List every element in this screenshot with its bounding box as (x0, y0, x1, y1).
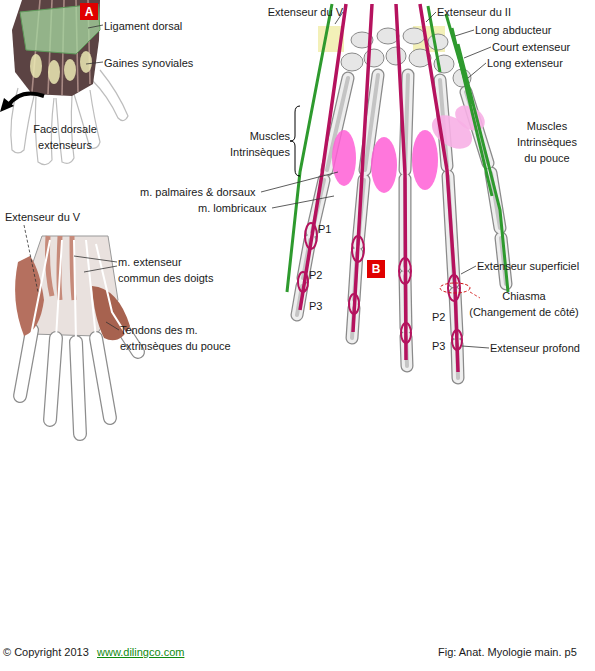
leader-line (455, 30, 474, 36)
leader-line (464, 47, 491, 58)
extensor-tendon (420, 4, 458, 372)
extensor-band (401, 323, 411, 343)
dorsal-hand-illustration (20, 4, 100, 54)
part-label: Extenseur profond (490, 340, 580, 356)
extensor-band (452, 330, 462, 350)
extensor-band (399, 258, 411, 284)
carpal-bone (386, 47, 406, 65)
leader-line (106, 322, 119, 330)
part-label: Chiasma (Changement de côté) (468, 288, 580, 320)
extensor-band (448, 275, 460, 301)
part-label: Extenseur du II (437, 4, 511, 20)
synovial-sheath (80, 51, 92, 73)
leader-line (462, 346, 489, 348)
part-label: © Copyright 2013 (3, 644, 89, 660)
synovial-sheath (30, 54, 42, 78)
intrinsic-muscle (412, 130, 438, 190)
part-label: Extenseur superficiel (477, 258, 579, 274)
view-arrow (8, 94, 44, 106)
tendon (50, 240, 62, 416)
carpal-bone (341, 53, 363, 71)
synovial-sheath (64, 59, 76, 81)
leader-line (261, 12, 491, 348)
synovial-sheath (30, 51, 92, 84)
part-label: Muscles Intrinsèques du pouce (510, 118, 584, 166)
part-label: P1 (318, 221, 331, 237)
figure-letter: A (85, 5, 94, 19)
leader-line (86, 25, 103, 64)
part-label: P3 (309, 298, 322, 314)
arrow-head (0, 98, 14, 112)
part-label: Face dorsale extenseurs (25, 121, 105, 153)
figure-caption: Fig: Anat. Myologie main. p5 (438, 644, 577, 660)
leader-line (470, 292, 480, 298)
leader-line (461, 266, 476, 274)
leader-line (426, 12, 436, 22)
leader-line (88, 25, 103, 28)
leader-line (468, 63, 486, 78)
extensor-band (298, 223, 462, 350)
intrinsic-muscle (332, 130, 438, 193)
part-label: Muscles Intrinsèques (220, 128, 290, 160)
carpal-bone (428, 34, 448, 50)
extensor-green (287, 4, 332, 292)
intrinsic-muscle (332, 130, 356, 186)
figure-tag: A (80, 3, 98, 20)
figure-tag: B (367, 260, 385, 278)
extensor-green (458, 44, 508, 292)
extensor-band (298, 272, 308, 292)
extensor-green (452, 28, 492, 196)
part-label: Court extenseur (492, 39, 570, 55)
chiasma-mark (440, 283, 470, 293)
finger-outline (92, 70, 128, 121)
leader-line (24, 225, 38, 292)
dorsal-hand-illustration (12, 0, 100, 96)
website-link: www.dilingco.com (97, 644, 184, 660)
extensor-schema (261, 4, 508, 378)
part-label: Long extenseur (487, 55, 563, 71)
part-label: Ligament dorsal (104, 18, 182, 34)
intrinsic-muscle (371, 137, 397, 193)
part-label: P2 (432, 309, 445, 325)
part-label: Extenseur du V (5, 209, 80, 225)
part-label: P3 (432, 338, 445, 354)
part-label: m. extenseur commun des doigts (118, 254, 220, 286)
tendon (86, 240, 110, 414)
tendon (20, 240, 136, 430)
leader-line (272, 196, 334, 208)
leader-line (84, 266, 117, 272)
leader-line (24, 225, 119, 330)
part-label: Gaines synoviales (104, 55, 193, 71)
extensor-band (349, 294, 359, 314)
part-label: P2 (309, 267, 322, 283)
part-label: Long abducteur (475, 22, 551, 38)
tendon (20, 240, 50, 392)
extensor-tendon (300, 4, 458, 372)
extensor-green (287, 4, 508, 292)
part-label: Extenseur du V (243, 4, 343, 20)
figure-letter: B (372, 262, 381, 276)
extensor-band (305, 223, 317, 249)
leader-line (261, 172, 338, 192)
extensor-tendon (396, 4, 406, 360)
part-label: m. palmaires & dorsaux (140, 184, 256, 200)
carpal-bone (403, 28, 425, 44)
bracket (290, 106, 300, 176)
extensor-band (352, 236, 364, 262)
part-label: Tendons des m. extrinsèques du pouce (120, 322, 250, 354)
leader-line (74, 256, 117, 262)
synovial-sheath (48, 60, 60, 84)
part-label: m. lombricaux (198, 200, 266, 216)
leader-line (86, 62, 103, 64)
extensor-tendon (353, 4, 372, 332)
tendon (74, 240, 80, 430)
